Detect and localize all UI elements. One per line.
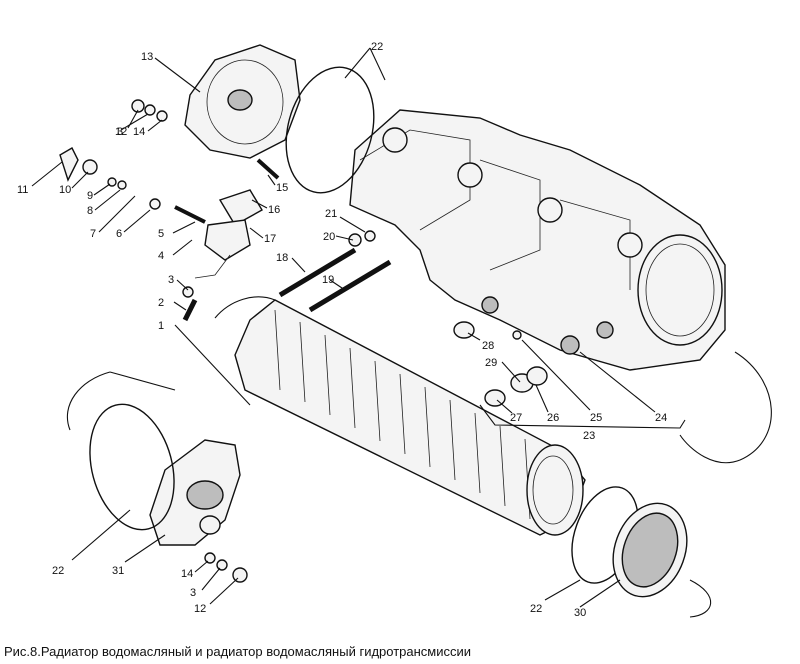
callout-11: 11 [17,184,28,196]
radiator-core [234,299,586,536]
callout-3-bottom: 3 [190,587,196,599]
callout-3-top: 3 [117,126,123,138]
callout-6: 6 [116,228,122,240]
callout-1: 1 [158,320,164,332]
sealing-ring-left [89,403,175,531]
callout-8: 8 [87,205,93,217]
nuts-washers [82,99,376,583]
bracket-23 [479,404,686,429]
callout-18: 18 [276,252,288,264]
callout-14-bottom: 14 [181,568,193,580]
callout-29: 29 [485,357,497,369]
callout-19: 19 [322,274,334,286]
radiator-housing [349,109,726,371]
callout-13: 13 [141,51,153,63]
thermostat-housing [194,189,263,279]
flow-arrows [66,296,772,618]
callout-labels: 13 22 12 3 14 11 10 9 8 7 6 5 4 3 2 1 15… [17,41,667,619]
callout-12-top: 12 [115,126,127,138]
callout-22-right: 22 [530,603,542,615]
callout-2: 2 [158,297,164,309]
callout-30: 30 [574,607,586,619]
callout-28: 28 [482,340,494,352]
callout-31: 31 [112,565,124,577]
callout-25: 25 [590,412,602,424]
callout-16: 16 [268,204,280,216]
callout-23: 23 [583,430,595,442]
callout-5: 5 [158,228,164,240]
drain-valve [59,147,79,182]
callout-10: 10 [59,184,71,196]
callout-7: 7 [90,228,96,240]
callout-24: 24 [655,412,667,424]
bolts [174,158,392,322]
sealing-ring-upper [285,66,375,194]
rear-cover [149,439,241,546]
callout-22-left: 22 [52,565,64,577]
end-cap [612,502,688,598]
leader-lines [31,47,656,608]
callout-4: 4 [158,250,164,262]
callout-17: 17 [264,233,276,245]
callout-21: 21 [325,208,337,220]
callout-27: 27 [510,412,522,424]
front-cover [184,44,301,159]
callout-22-top: 22 [371,41,383,53]
callout-12-bottom: 12 [194,603,206,615]
callout-15: 15 [276,182,288,194]
callout-3-mid: 3 [168,274,174,286]
callout-20: 20 [323,231,335,243]
figure-caption: Рис.8.Радиатор водомасляный и радиатор в… [4,644,472,659]
callout-9: 9 [87,190,93,202]
callout-26: 26 [547,412,559,424]
callout-14-top: 14 [133,126,145,138]
